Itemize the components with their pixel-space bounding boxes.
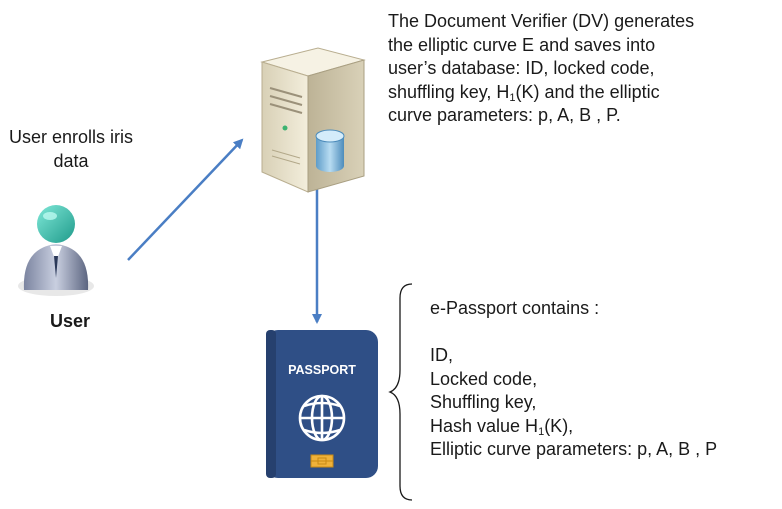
dv-line-2: the elliptic curve E and saves into [388, 34, 656, 55]
passport-heading: e-Passport contains : [430, 298, 600, 318]
dv-description: The Document Verifier (DV) generates the… [388, 10, 778, 128]
globe-icon [298, 394, 346, 442]
passport-item-curve: Elliptic curve parameters: p, A, B , P [430, 439, 718, 459]
dv-line-4-post: (K) and the elliptic [515, 81, 660, 102]
hash-pre: Hash value H [430, 415, 539, 436]
server-icon [260, 47, 366, 193]
passport-contents: e-Passport contains : ID, Locked code, S… [430, 297, 782, 462]
user-label: User [49, 311, 91, 331]
enroll-line-2: data [53, 151, 89, 171]
chip-icon [310, 454, 334, 468]
passport-item-shuffling: Shuffling key, [430, 392, 537, 412]
arrow-user-to-server [127, 138, 244, 261]
hash-sub: 1 [538, 425, 545, 438]
user-icon [18, 205, 94, 296]
hash-post: (K), [544, 415, 574, 436]
enroll-line-1: User enrolls iris [8, 127, 134, 147]
dv-line-1: The Document Verifier (DV) generates [388, 11, 695, 31]
passport-icon: PASSPORT [266, 330, 378, 478]
passport-item-id: ID, [430, 345, 454, 365]
dv-line-5: curve parameters: p, A, B , P. [388, 105, 621, 125]
passport-item-hash: Hash value H1(K), [430, 415, 782, 439]
passport-cover-label: PASSPORT [288, 363, 356, 377]
dv-line-4-sub: 1 [509, 91, 516, 104]
dv-line-3: user’s database: ID, locked code, [388, 58, 655, 78]
dv-line-4-pre: shuffling key, H [388, 81, 510, 102]
dv-line-4: shuffling key, H1(K) and the elliptic [388, 81, 778, 105]
enroll-caption: User enrolls iris data [6, 125, 136, 173]
spacer [430, 321, 782, 345]
passport-item-locked: Locked code, [430, 368, 538, 389]
curly-brace [388, 283, 413, 501]
